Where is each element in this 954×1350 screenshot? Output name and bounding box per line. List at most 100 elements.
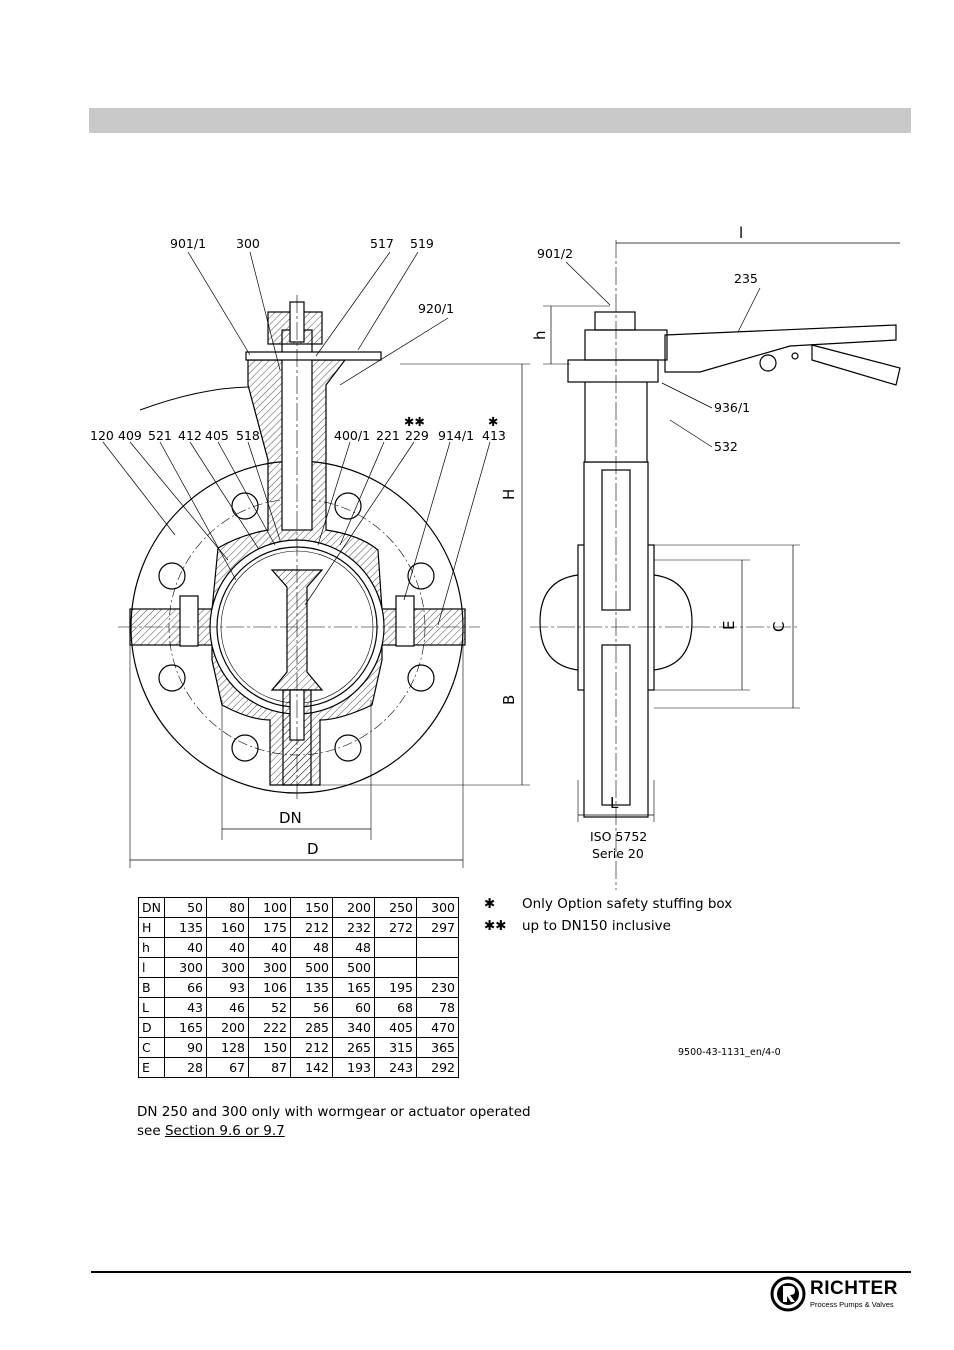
label-400-1: 400/1 [334,428,370,443]
table-cell: 106 [247,977,291,998]
table-cell: 195 [373,977,417,998]
table-cell: 315 [373,1037,417,1058]
table-cell: 243 [373,1057,417,1078]
table-cell: 80 [205,897,249,918]
table-cell: 292 [415,1057,459,1078]
label-409: 409 [118,428,142,443]
table-cell: 67 [205,1057,249,1078]
table-cell: 100 [247,897,291,918]
table-cell: 300 [415,897,459,918]
label-532: 532 [714,439,738,454]
table-cell: 52 [247,997,291,1018]
dim-D: D [307,840,319,858]
table-cell: 48 [331,937,375,958]
dim-l: l [739,224,743,242]
label-914-1: 914/1 [438,428,474,443]
table-cell: 165 [163,1017,207,1038]
table-cell: 43 [163,997,207,1018]
table-cell: 500 [331,957,375,978]
table-cell: 300 [163,957,207,978]
table-cell: 48 [289,937,333,958]
table-cell: 90 [163,1037,207,1058]
section-header-bar [89,108,911,133]
dim-H: H [500,489,518,500]
label-936-1: 936/1 [714,400,750,415]
table-cell: 28 [163,1057,207,1078]
label-519: 519 [410,236,434,251]
table-cell: 300 [205,957,249,978]
note-text: up to DN150 inclusive [522,918,671,934]
dim-DN: DN [279,809,302,827]
dim-L: L [610,794,619,812]
table-cell: 128 [205,1037,249,1058]
note-mark: ✱ [484,896,496,912]
table-cell: 150 [289,897,333,918]
table-cell: 135 [163,917,207,938]
label-235: 235 [734,271,758,286]
table-cell: 150 [247,1037,291,1058]
table-cell: 160 [205,917,249,938]
note-mark: ✱✱ [484,918,507,934]
dim-h: h [531,330,549,340]
table-cell: 250 [373,897,417,918]
table-cell: 297 [415,917,459,938]
table-cell: 56 [289,997,333,1018]
table-cell: 50 [163,897,207,918]
logo-tagline: Process Pumps & Valves [810,1300,894,1309]
table-cell: 500 [289,957,333,978]
table-cell: 272 [373,917,417,938]
label-double-star: ✱✱ [404,414,425,429]
table-cell: 93 [205,977,249,998]
table-cell: 232 [331,917,375,938]
row-key: l [138,957,165,978]
footer-rule [91,1271,911,1273]
table-cell: 87 [247,1057,291,1078]
table-cell: 40 [247,937,291,958]
table-cell: 470 [415,1017,459,1038]
series-label: Serie 20 [592,846,644,861]
notes: ✱ Only Option safety stuffing box ✱✱ up to… [484,893,732,937]
table-cell: 300 [247,957,291,978]
table-cell: 200 [331,897,375,918]
table-cell [415,957,459,978]
table-cell: 365 [415,1037,459,1058]
iso-label: ISO 5752 [590,829,647,844]
table-cell [415,937,459,958]
table-cell: 46 [205,997,249,1018]
dim-C: C [770,622,788,632]
table-cell: 200 [205,1017,249,1038]
logo-brand: RICHTER [810,1278,898,1299]
label-229: 229 [405,428,429,443]
logo-icon [770,1276,806,1312]
table-cell: 40 [205,937,249,958]
remark: DN 250 and 300 only with wormgear or act… [137,1103,531,1141]
label-901-2: 901/2 [537,246,573,261]
table-cell: 40 [163,937,207,958]
table-cell [373,937,417,958]
label-521: 521 [148,428,172,443]
label-120: 120 [90,428,114,443]
label-405: 405 [205,428,229,443]
table-cell: 230 [415,977,459,998]
table-cell: 405 [373,1017,417,1038]
table-cell [373,957,417,978]
label-single-star: ✱ [488,414,498,429]
table-cell: 165 [331,977,375,998]
label-221: 221 [376,428,400,443]
table-cell: 68 [373,997,417,1018]
note-text: Only Option safety stuffing box [522,896,733,912]
table-cell: 265 [331,1037,375,1058]
label-901-1: 901/1 [170,236,206,251]
remark-prefix: see [137,1123,165,1139]
row-key: DN [138,897,165,918]
section-link[interactable]: Section 9.6 or 9.7 [164,1123,285,1139]
